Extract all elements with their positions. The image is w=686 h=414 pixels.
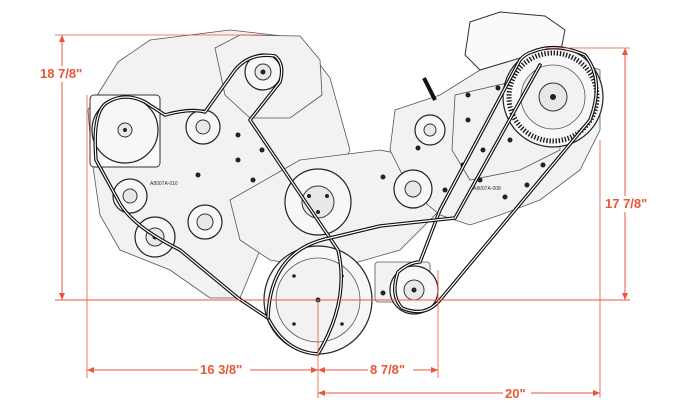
bolt-hole xyxy=(235,157,241,163)
right-height-arrow-bottom xyxy=(622,293,628,300)
bolt-hole xyxy=(524,182,530,188)
bolt-hole xyxy=(250,177,256,183)
width-total-label: 20" xyxy=(505,386,526,401)
small-idler-hub xyxy=(195,119,211,135)
bolt-hole xyxy=(415,145,421,151)
width-center-label: 8 7/8" xyxy=(370,362,405,377)
bolt-hole xyxy=(380,290,386,296)
width-center-arrow-l xyxy=(318,367,325,373)
bolt-hole xyxy=(465,117,471,123)
right-height-arrow-top xyxy=(622,48,628,55)
upper-right-idler-hub xyxy=(423,123,437,137)
bolt-hole xyxy=(442,187,448,193)
water-pump-bolt xyxy=(325,194,329,198)
water-pump-bolt xyxy=(307,194,311,198)
bolt-hole xyxy=(380,174,386,180)
height-right-label: 17 7/8" xyxy=(605,196,647,211)
crank-bolt xyxy=(340,322,344,326)
width-total-arrow-l xyxy=(318,390,325,396)
width-left-arrow-r xyxy=(311,367,318,373)
bolt-hole xyxy=(235,132,241,138)
height-left-label: 18 7/8" xyxy=(40,66,82,81)
bolt-hole xyxy=(195,172,201,178)
bolt-hole xyxy=(465,92,471,98)
width-left-arrow-l xyxy=(87,367,94,373)
right-bracket-part-number: A8007A-008 xyxy=(473,186,501,192)
bolt-hole xyxy=(540,162,546,168)
accessory-belt-inner xyxy=(94,54,342,355)
bolt-hole xyxy=(259,147,265,153)
drive-belts xyxy=(93,45,599,356)
left-height-arrow-bottom xyxy=(59,293,65,300)
crank-drive-belt-inner xyxy=(267,64,541,319)
width-total-arrow-r xyxy=(593,390,600,396)
left-height-arrow-top xyxy=(59,35,65,42)
bolt-hole xyxy=(495,85,501,91)
height-right-label-bg xyxy=(603,196,658,212)
tensioner-marker xyxy=(422,77,437,101)
width-center-label-bg xyxy=(368,362,413,378)
water-pump-bolt xyxy=(316,210,320,214)
top-idler-shaft xyxy=(260,69,266,75)
left-bracket-part-number: A8007A-016 xyxy=(150,181,178,187)
crank-bolt xyxy=(292,274,296,278)
width-total-label-bg xyxy=(503,385,531,401)
left-idler-hub xyxy=(196,213,214,231)
bolt-hole xyxy=(502,194,508,200)
crank-bolt xyxy=(292,322,296,326)
left-mid-hub xyxy=(122,188,138,204)
width-left-label-bg xyxy=(198,362,250,378)
width-center-arrow-r xyxy=(431,367,438,373)
tensioner-shaft xyxy=(411,287,417,293)
supercharger-belt-inner xyxy=(394,47,598,313)
bolt-holes xyxy=(195,85,546,296)
alternator-shaft xyxy=(123,128,127,132)
bolt-hole xyxy=(480,147,486,153)
supercharger-shaft xyxy=(550,94,556,100)
bolt-hole xyxy=(507,137,513,143)
height-left-label-bg xyxy=(38,66,88,82)
right-mid-idler-hub xyxy=(404,180,422,198)
width-left-label: 16 3/8" xyxy=(200,362,242,377)
